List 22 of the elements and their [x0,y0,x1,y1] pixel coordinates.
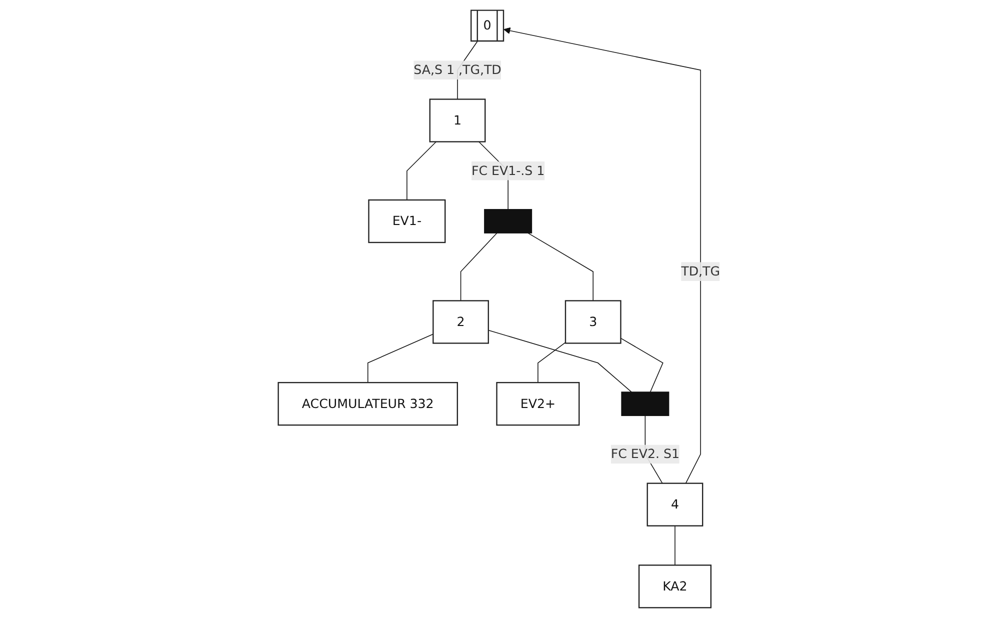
node-box: ACCUMULATEUR 332 [278,382,458,426]
node-box: 4 [646,482,704,526]
connector [460,232,498,302]
connector [674,525,676,566]
node-box: 2 [432,300,489,344]
connector [527,232,594,302]
node-box: KA2 [638,564,712,608]
node-box: EV1- [368,199,446,244]
edge-label: TD,TG [680,264,720,279]
connector [406,141,436,200]
edge-label: FC EV1-.S 1 [471,163,545,178]
connector [537,342,566,383]
connector [620,338,664,392]
node-bar [484,209,532,234]
connector [488,330,632,392]
edge-label: FC EV2. S1 [610,446,680,462]
node-box: 1 [429,98,486,142]
node-bar [621,392,670,416]
node-box: EV2+ [496,382,580,426]
connector [367,334,434,383]
edge-label: SA,S 1 ,TG,TD [414,62,502,78]
node-box: 3 [564,300,622,344]
